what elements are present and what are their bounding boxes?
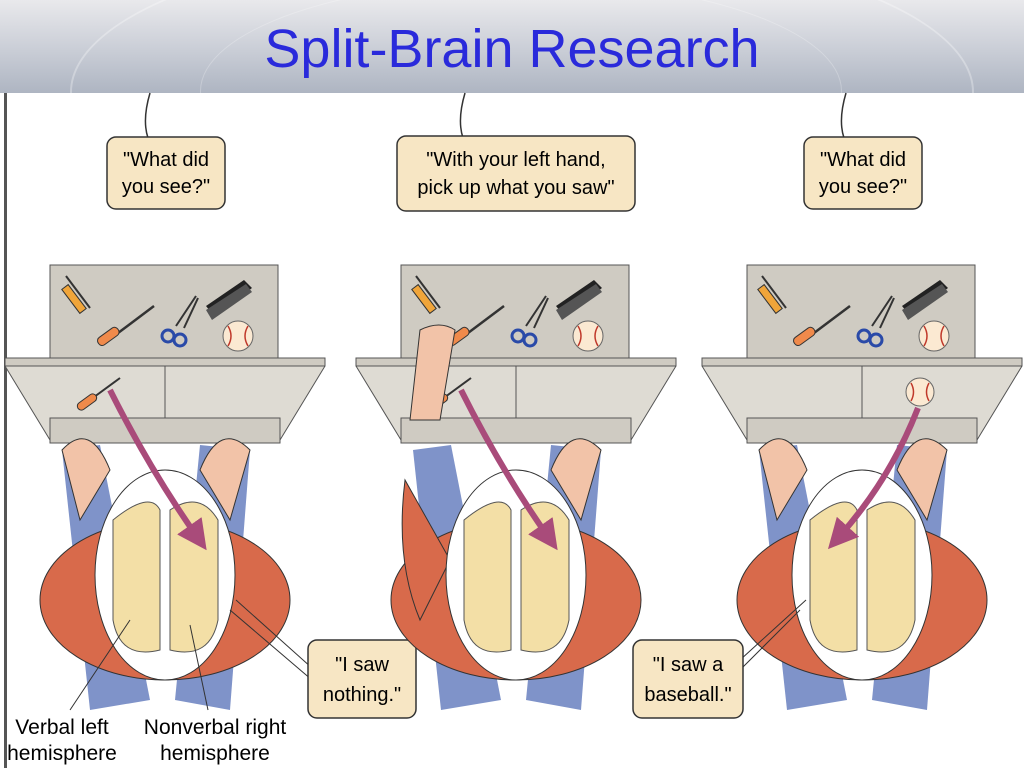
signal-arrow-2	[458, 388, 558, 551]
hidden-baseball-3	[905, 377, 935, 407]
prompt-bubble-3: "What did you see?"	[803, 136, 923, 210]
hidden-screwdriver-1	[76, 377, 121, 411]
label-left-line1: Verbal left	[15, 716, 109, 739]
panel-3: "What did you see?"	[701, 92, 1023, 710]
prompt-3-line1: "What did	[820, 149, 906, 171]
signal-arrow-3	[827, 406, 921, 550]
signal-arrow-1	[107, 388, 207, 551]
prompt-bubble-2: "With your left hand, pick up what you s…	[396, 135, 636, 212]
panel-2: "With your left hand, pick up what you s…	[355, 92, 677, 710]
label-left-line2: hemisphere	[7, 742, 117, 765]
slide-title: Split-Brain Research	[264, 19, 760, 79]
prompt-3-line2: you see?"	[819, 176, 907, 198]
response-baseball: "I saw a baseball."	[632, 639, 744, 719]
hemisphere-labels: Verbal left hemisphere Nonverbal right h…	[7, 716, 286, 765]
response-baseball-line2: baseball."	[644, 684, 731, 706]
prompt-2-line2: pick up what you saw"	[417, 177, 614, 199]
prompt-1-line1: "What did	[123, 149, 209, 171]
reaching-left-hand	[409, 324, 456, 421]
response-nothing: "I saw nothing."	[307, 639, 417, 719]
response-nothing-line1: "I saw	[335, 654, 389, 676]
prompt-2-line1: "With your left hand,	[426, 149, 605, 171]
label-right-line2: hemisphere	[160, 742, 270, 765]
slide-header: Split-Brain Research	[0, 0, 1024, 93]
prompt-bubble-1: "What did you see?"	[106, 136, 226, 210]
panel-1: "What did you see?"	[4, 92, 326, 711]
response-baseball-line1: "I saw a	[653, 654, 724, 676]
prompt-1-line2: you see?"	[122, 176, 210, 198]
response-nothing-line2: nothing."	[323, 684, 401, 706]
label-right-line1: Nonverbal right	[144, 716, 287, 739]
